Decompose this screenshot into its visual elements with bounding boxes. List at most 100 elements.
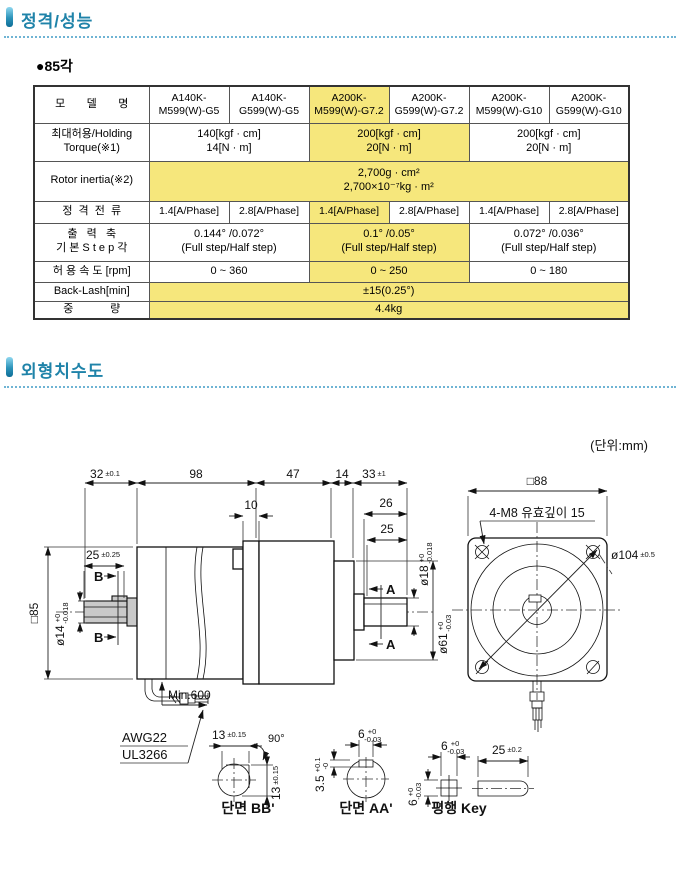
dim-dia18-group: ø18+0-0.018	[407, 542, 434, 636]
rear-housing	[333, 560, 355, 661]
dim-square85-group: □85	[27, 546, 133, 680]
section-b-label: B	[94, 569, 103, 584]
model-cell: A200K-G599(W)-G7.2	[388, 85, 470, 124]
current-cell: 1.4[A/Phase]	[468, 200, 550, 224]
dimensions-section-header: 외형치수도	[4, 356, 676, 388]
section-a-markers: A A	[368, 582, 396, 652]
dim-13-horizontal: 13±0.15	[212, 728, 246, 742]
key-side-view	[477, 780, 529, 797]
size-subheading: ●85각	[36, 58, 73, 74]
dim-26-25-group: 26 25	[363, 496, 408, 596]
section-a-label: A	[386, 637, 396, 652]
dim-keyway-width: 6+0-0.03	[358, 727, 381, 744]
dim-dia61: ø61+0-0.03	[436, 615, 453, 654]
dim-dia14: ø14+0-0.018	[53, 602, 70, 646]
dimension-drawing: (단위:mm)	[27, 438, 655, 816]
model-cell: A140K-G599(W)-G5	[228, 85, 310, 124]
section-bb: 13±0.15 90° 13±0.15 단면 BB'	[209, 728, 285, 816]
row-label-weight: 중 량	[33, 300, 150, 320]
dim-dia61-group: ø61+0-0.03	[356, 560, 453, 661]
side-view	[56, 540, 436, 685]
parallel-key: 6+0-0.03 6+0-0.03 25±0.2 평행 Key	[406, 739, 534, 816]
torque-cell: 140[kgf · cm]14[N · m]	[148, 122, 310, 162]
speed-cell: 0 ~ 360	[148, 260, 310, 283]
dim-26: 26	[379, 496, 393, 510]
speed-cell: 0 ~ 180	[468, 260, 630, 283]
weight-row: 중 량 4.4kg	[33, 300, 630, 320]
awg22-label: AWG22	[122, 730, 167, 745]
row-label-speed: 허 용 속 도 [rpm]	[33, 260, 150, 283]
speed-row: 허 용 속 도 [rpm] 0 ~ 360 0 ~ 250 0 ~ 180	[33, 260, 630, 283]
dim-key-height: 6+0-0.03	[406, 783, 423, 806]
section-b-label: B	[94, 630, 103, 645]
cable-spec-labels: AWG22 UL3266	[120, 709, 204, 764]
dim-10-group: 10	[229, 498, 273, 541]
dim-dia18: ø18+0-0.018	[417, 542, 434, 586]
dim-47: 47	[286, 467, 300, 481]
dimension-drawing-area: (단위:mm)	[0, 408, 680, 880]
current-cell: 1.4[A/Phase]	[148, 200, 230, 224]
section-bullet-bar-icon	[6, 357, 13, 377]
front-view-cable	[529, 681, 545, 732]
ratings-section-title: 정격/성능	[21, 12, 94, 31]
dim-10: 10	[244, 498, 258, 512]
row-label-model: 모 델 명	[33, 85, 150, 124]
dim-90deg: 90°	[268, 733, 285, 745]
dim-key-length: 25±0.2	[492, 743, 522, 757]
current-cell: 2.8[A/Phase]	[228, 200, 310, 224]
ul3266-label: UL3266	[122, 747, 168, 762]
dimensions-section-title: 외형치수도	[21, 362, 105, 381]
dim-min600: Min.600	[168, 688, 211, 702]
dim-min600-group: Min.600	[159, 681, 211, 708]
section-aa-label: 단면 AA'	[339, 800, 392, 816]
section-bb-label: 단면 BB'	[221, 800, 274, 816]
model-cell: A140K-M599(W)-G5	[148, 85, 230, 124]
section-aa: 6+0-0.03 3.5+0.1-0 단면 AA'	[313, 727, 393, 816]
model-cell: A200K-M599(W)-G10	[468, 85, 550, 124]
row-label-backlash: Back-Lash[min]	[33, 281, 150, 302]
section-b-markers: B B	[94, 569, 119, 645]
section-bullet-bar-icon	[6, 7, 13, 27]
gearhead-body	[136, 546, 244, 680]
rated-current-row: 정 격 전 류 1.4[A/Phase] 2.8[A/Phase] 1.4[A/…	[33, 200, 630, 224]
keyway-notch	[528, 594, 542, 603]
current-cell: 2.8[A/Phase]	[548, 200, 630, 224]
dim-13-vertical: 13±0.15	[269, 766, 283, 800]
dim-25-front: 25±0.25	[86, 548, 120, 562]
step-cell: 0.144° /0.072°(Full step/Half step)	[148, 222, 310, 262]
dim-14: 14	[335, 467, 349, 481]
current-cell-highlight: 1.4[A/Phase]	[308, 200, 390, 224]
step-cell: 0.072° /0.036°(Full step/Half step)	[468, 222, 630, 262]
dim-keyway-depth: 3.5+0.1-0	[313, 758, 330, 793]
dim-square88: □88	[527, 474, 548, 488]
row-label-current: 정 격 전 류	[33, 200, 150, 224]
model-cell: A200K-G599(W)-G10	[548, 85, 630, 124]
step-cell-highlight: 0.1° /0.05°(Full step/Half step)	[308, 222, 470, 262]
rear-shaft	[363, 597, 408, 627]
dim-dia14-group: ø14+0-0.018	[53, 591, 86, 646]
model-row: 모 델 명 A140K-M599(W)-G5 A140K-G599(W)-G5 …	[33, 85, 630, 124]
backlash-row: Back-Lash[min] ±15(0.25°)	[33, 281, 630, 302]
dim-dia104: ø104±0.5	[611, 548, 655, 562]
dim-33: 33±1	[362, 467, 386, 481]
unit-note: (단위:mm)	[590, 438, 648, 453]
spec-table: 모 델 명 A140K-M599(W)-G5 A140K-G599(W)-G5 …	[33, 85, 630, 320]
dim-key-width: 6+0-0.03	[441, 739, 464, 756]
ratings-section-header: 정격/성능	[4, 6, 676, 38]
dim-32: 32±0.1	[90, 467, 120, 481]
current-cell: 2.8[A/Phase]	[388, 200, 470, 224]
parallel-key-label: 평행 Key	[431, 800, 487, 816]
dim-25-rear: 25	[380, 522, 394, 536]
torque-cell-highlight: 200[kgf · cm]20[N · m]	[308, 122, 470, 162]
speed-cell-highlight: 0 ~ 250	[308, 260, 470, 283]
motor-front-plate	[242, 540, 260, 685]
motor-body	[258, 540, 335, 685]
torque-cell: 200[kgf · cm]20[N · m]	[468, 122, 630, 162]
